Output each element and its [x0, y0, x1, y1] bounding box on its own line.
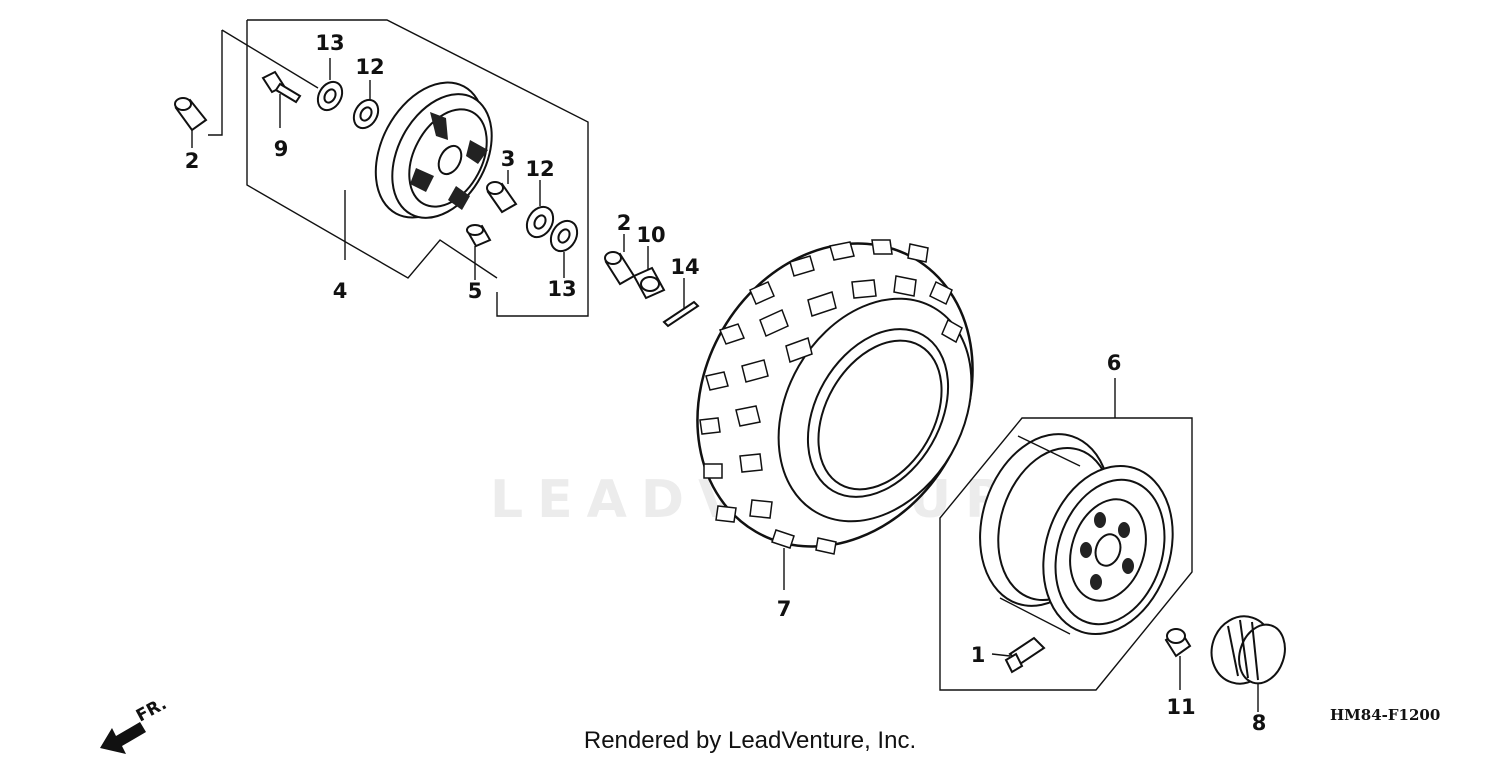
callout-14: 14 — [670, 255, 699, 279]
front-direction-arrow: FR. — [100, 694, 170, 754]
hub-assembly-frame — [208, 19, 589, 317]
diagram-code: HM84-F1200 — [1330, 706, 1440, 724]
callout-7: 7 — [777, 597, 792, 621]
callout-2-left: 2 — [185, 149, 200, 173]
collar-right — [604, 234, 636, 286]
cotter-pin — [662, 278, 700, 328]
rim — [979, 433, 1174, 636]
callout-labels: 13 12 2 9 3 12 4 5 13 2 10 14 6 7 1 11 8 — [185, 31, 1267, 735]
bearing-lower — [525, 180, 555, 239]
callout-13-upper: 13 — [315, 31, 344, 55]
castle-nut — [632, 246, 666, 300]
hub-cap — [1210, 615, 1286, 712]
callout-3: 3 — [501, 147, 516, 171]
oil-seal-upper — [316, 58, 344, 112]
stud-bolt — [261, 70, 302, 128]
wheel-assembly-frame — [939, 378, 1193, 691]
callout-13-lower: 13 — [547, 277, 576, 301]
callout-4: 4 — [333, 279, 348, 303]
callout-9: 9 — [274, 137, 289, 161]
tire-valve — [991, 636, 1046, 674]
tire — [696, 239, 974, 590]
callout-5: 5 — [468, 279, 483, 303]
render-credit: Rendered by LeadVenture, Inc. — [584, 727, 916, 754]
direction-label: FR. — [133, 694, 170, 726]
collar-left — [174, 97, 208, 148]
wheel-nut — [1164, 628, 1192, 690]
callout-1: 1 — [971, 643, 986, 667]
hub-nut — [466, 224, 492, 280]
front-hub — [374, 81, 493, 219]
callout-10: 10 — [636, 223, 665, 247]
callout-12-lower: 12 — [525, 157, 554, 181]
callout-8: 8 — [1252, 711, 1267, 735]
distance-collar — [486, 170, 518, 214]
oil-seal-lower — [549, 219, 579, 278]
callout-12-upper: 12 — [355, 55, 384, 79]
callout-6: 6 — [1107, 351, 1122, 375]
callout-11: 11 — [1166, 695, 1195, 719]
bearing-upper — [352, 80, 380, 130]
callout-2-right: 2 — [617, 211, 632, 235]
